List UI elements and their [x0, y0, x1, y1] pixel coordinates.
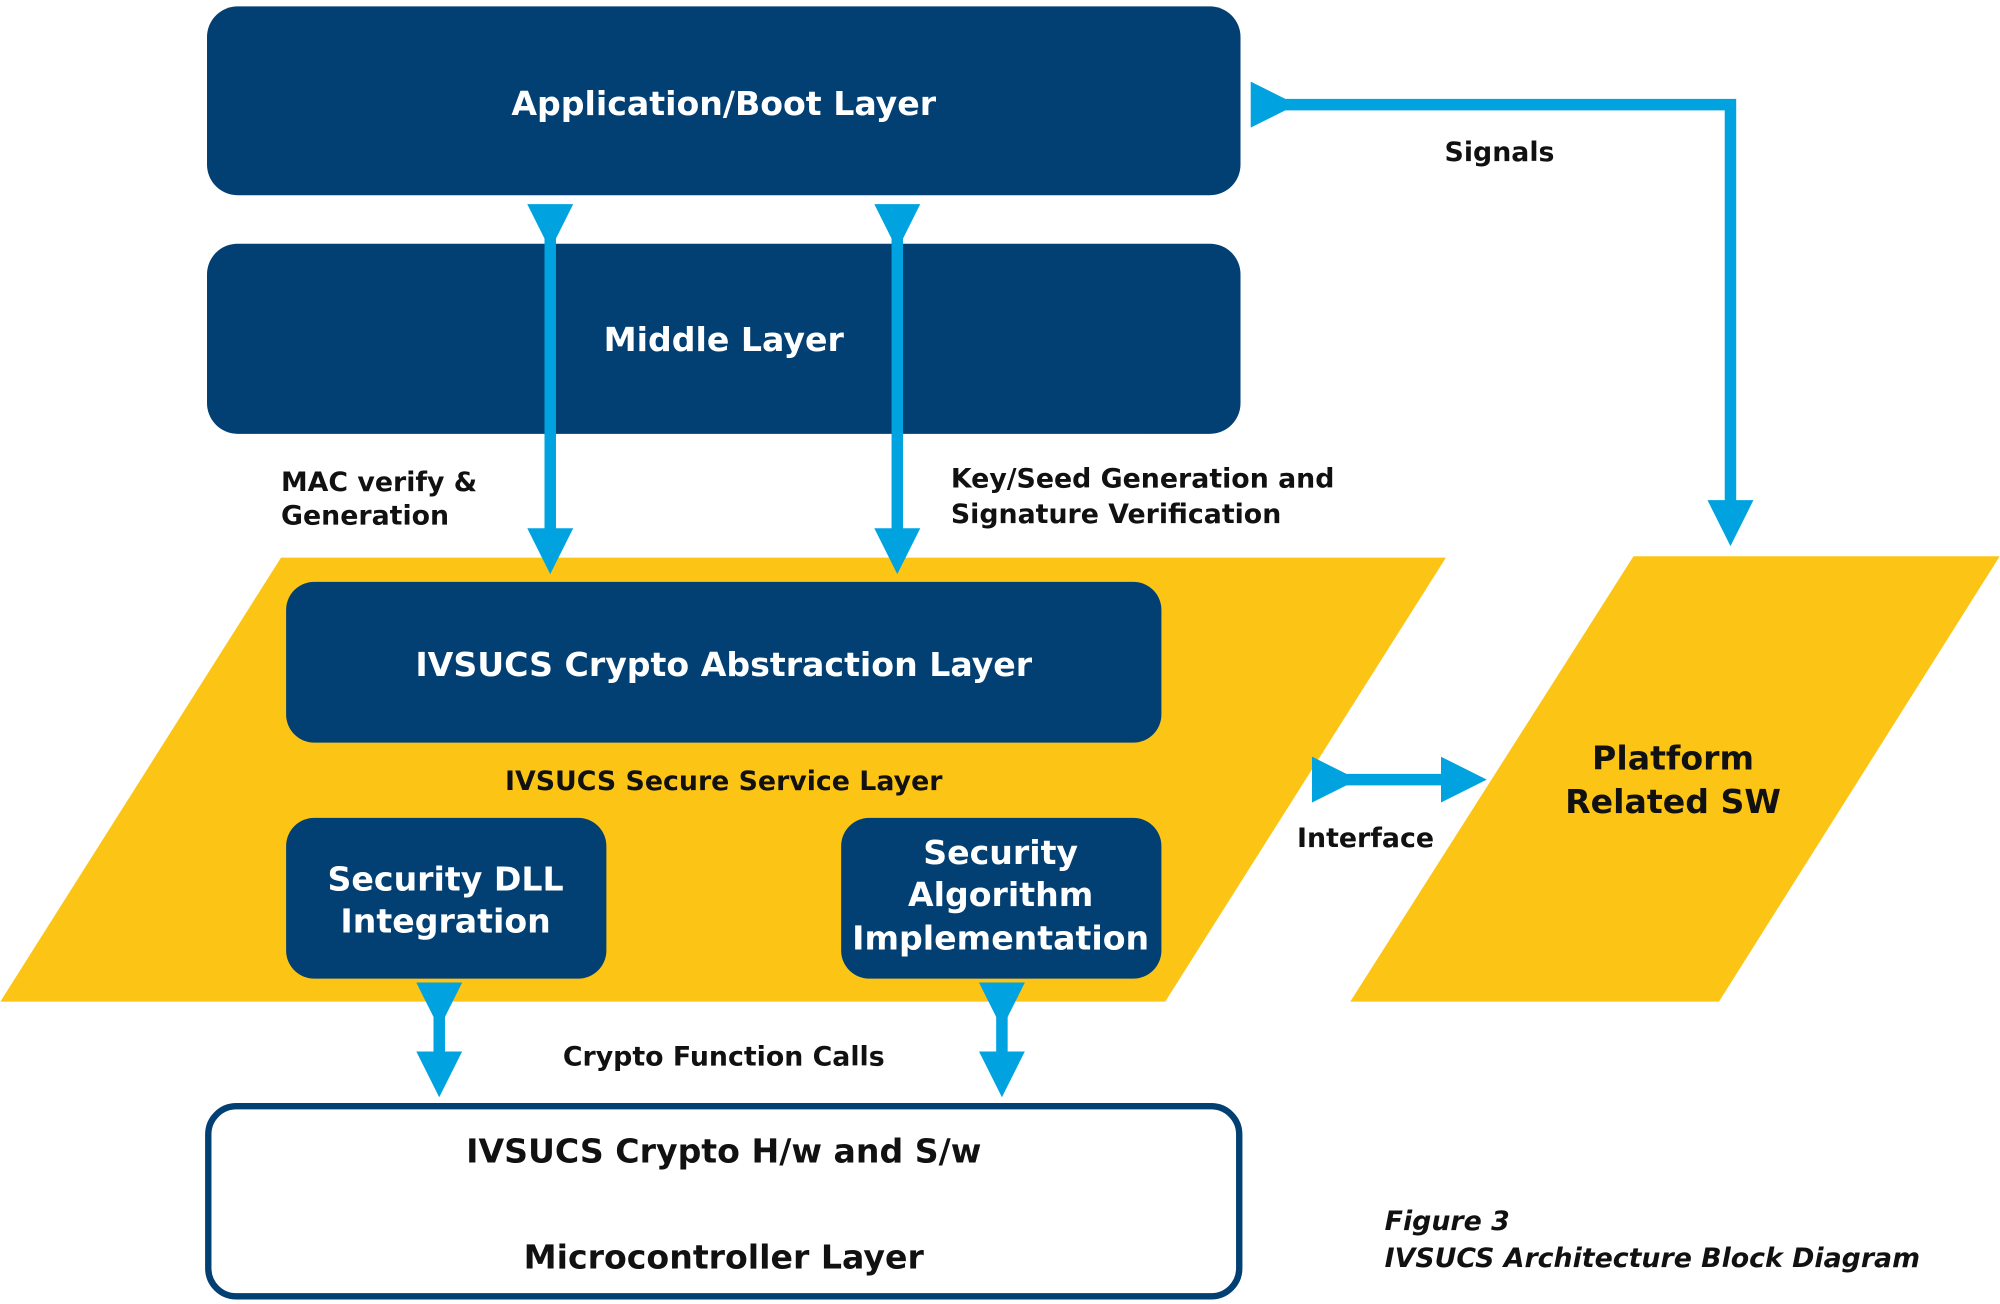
microcontroller-layer: [205, 1103, 1243, 1300]
keyseed-label-line1: Key/Seed Generation and: [951, 463, 1335, 494]
signals-label: Signals: [1445, 137, 1555, 168]
security-algorithm-block: [841, 817, 1162, 979]
security-algorithm-line2: Algorithm: [908, 875, 1093, 914]
figure-number: Figure 3: [1385, 1206, 1510, 1237]
secure-service-label: IVSUCS Secure Service Layer: [505, 766, 943, 797]
crypto-hw-label: IVSUCS Crypto H/w and S/w: [466, 1131, 981, 1170]
security-dll-block: [286, 817, 607, 979]
crypto-calls-label: Crypto Function Calls: [563, 1041, 885, 1072]
middle-label: Middle Layer: [604, 320, 845, 359]
application-boot-layer: [207, 6, 1241, 196]
platform-line1: Platform: [1592, 738, 1754, 777]
security-algorithm-line1: Security: [923, 833, 1078, 872]
mac-label-line2: Generation: [281, 500, 449, 531]
middle-layer: [207, 243, 1241, 434]
mac-label-line1: MAC verify &: [281, 467, 477, 498]
figure-title: IVSUCS Architecture Block Diagram: [1385, 1243, 1920, 1274]
application-label: Application/Boot Layer: [511, 84, 936, 123]
security-dll-line2: Integration: [340, 902, 550, 941]
security-dll-line1: Security DLL: [328, 860, 564, 899]
keyseed-label-line2: Signature Verification: [951, 499, 1281, 530]
microcontroller-label: Microcontroller Layer: [524, 1237, 925, 1276]
platform-shape: [1350, 556, 2000, 1002]
crypto-abstraction-label: IVSUCS Crypto Abstraction Layer: [415, 645, 1032, 684]
platform-line2: Related SW: [1565, 782, 1781, 821]
interface-label: Interface: [1297, 823, 1434, 854]
security-algorithm-line3: Implementation: [852, 918, 1149, 957]
signals-arrow: [1250, 81, 1754, 547]
crypto-abstraction-layer: [286, 581, 1162, 743]
